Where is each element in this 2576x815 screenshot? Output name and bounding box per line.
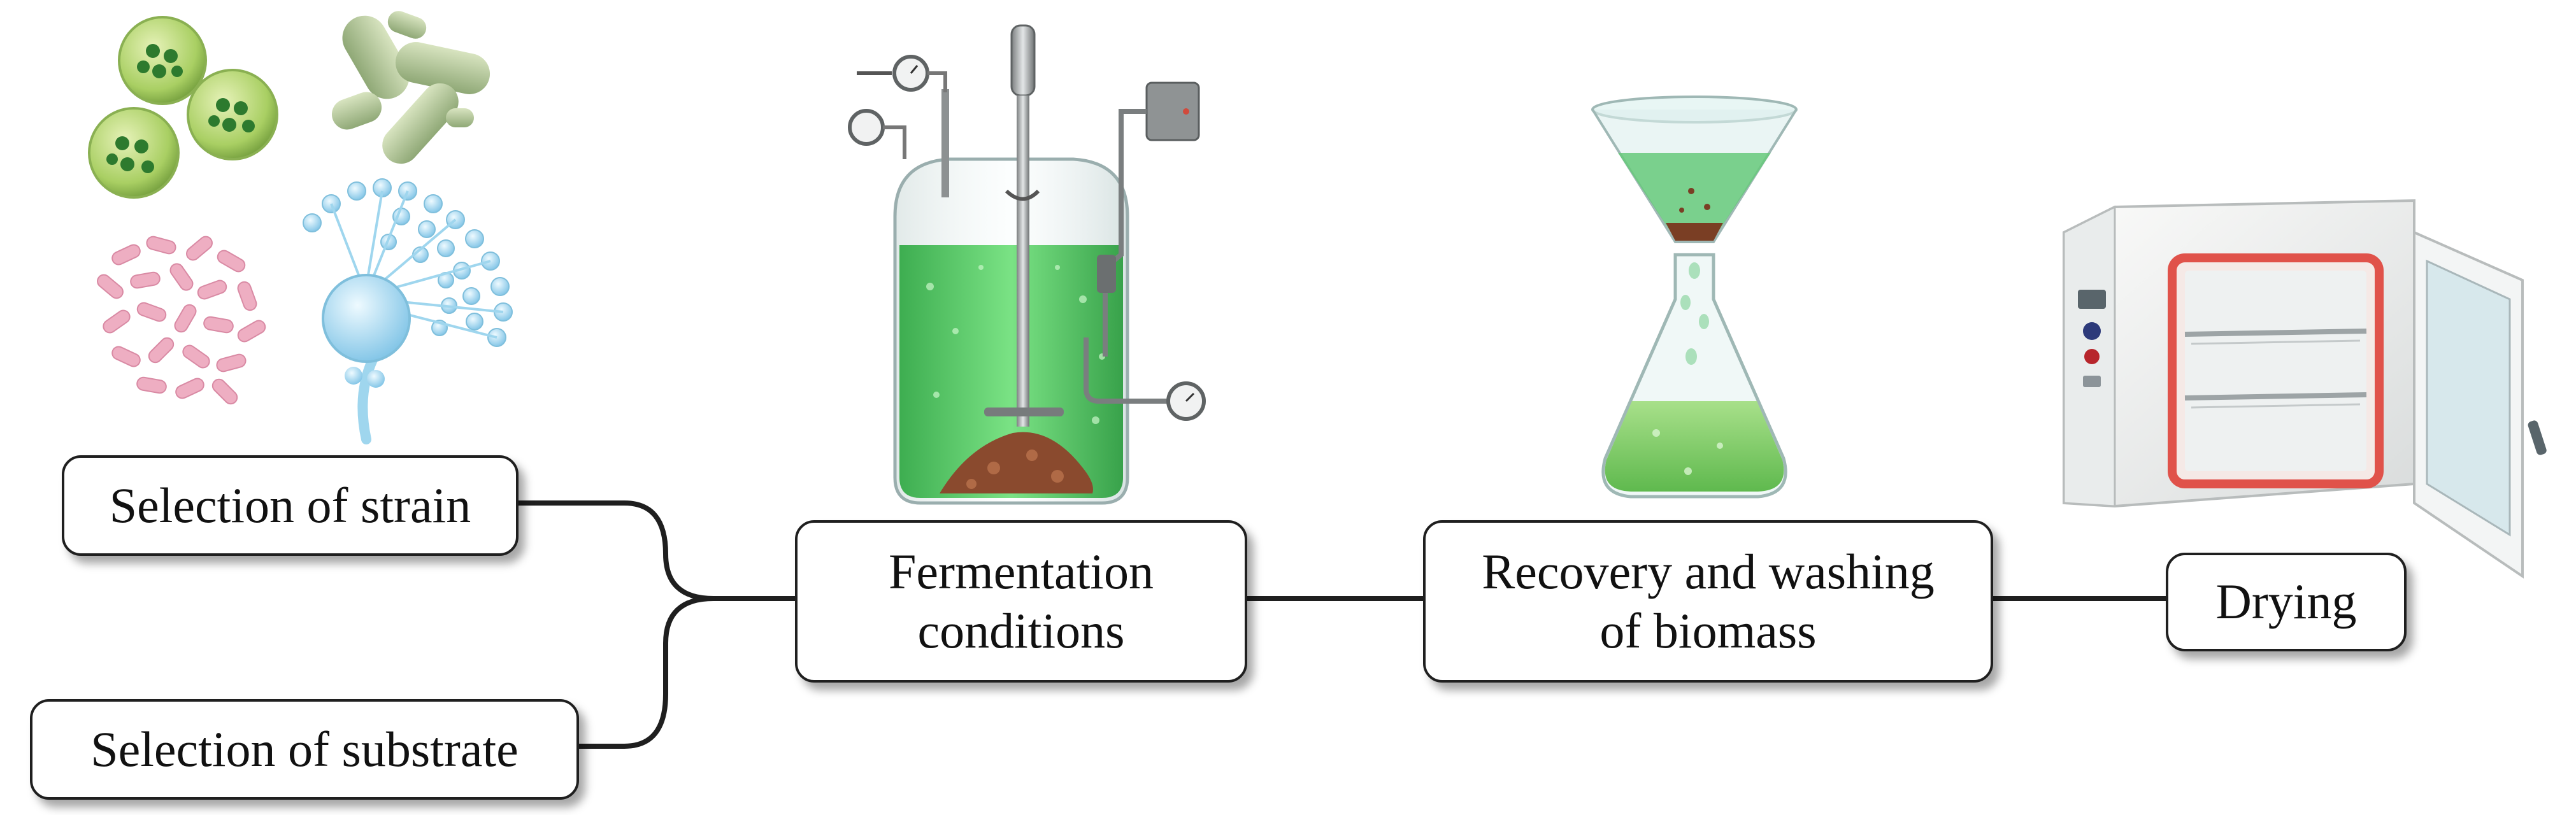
connector-substrate [574, 596, 716, 749]
step-strain-label: Selection of strain [109, 477, 471, 533]
connector-strain [515, 500, 799, 601]
fungus-sporangium-icon [303, 178, 513, 444]
rod-bacteria-icon [331, 11, 490, 164]
step-drying: Drying [2166, 553, 2407, 651]
connector-lines [515, 500, 2170, 749]
yeast-cells-icon [88, 16, 278, 199]
step-drying-label: Drying [2215, 574, 2357, 630]
microorganisms-icon [88, 11, 513, 444]
step-recovery-label: Recovery and washing of biomass [1482, 544, 1935, 658]
pink-bacilli-icon [97, 236, 266, 405]
step-selection-of-substrate: Selection of substrate [30, 699, 579, 800]
drying-oven-icon [2063, 199, 2547, 579]
step-selection-of-strain: Selection of strain [62, 455, 519, 556]
step-fermentation-conditions: Fermentation conditions [795, 520, 1247, 683]
bioreactor-icon [848, 24, 1206, 505]
step-recovery-and-washing: Recovery and washing of biomass [1423, 520, 1993, 683]
filtration-icon [1591, 96, 1798, 499]
step-fermentation-label: Fermentation conditions [889, 544, 1154, 658]
step-substrate-label: Selection of substrate [90, 721, 519, 777]
